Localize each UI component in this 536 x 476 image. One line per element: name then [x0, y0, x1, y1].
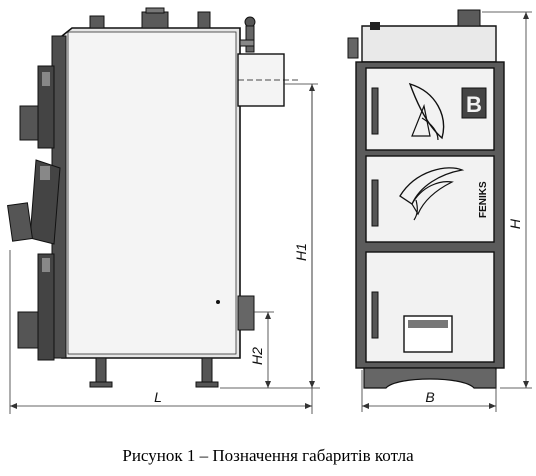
dimension-arrows [10, 12, 529, 409]
figure-caption: Рисунок 1 – Позначення габаритів котла [122, 446, 414, 465]
dim-label-B: B [425, 389, 434, 405]
dimension-lines [9, 11, 532, 414]
dim-label-H2: H2 [249, 347, 265, 365]
boiler-front-view: B FENIKS [347, 9, 505, 389]
boiler-side-view [7, 7, 300, 388]
top-fitting-flue [141, 11, 169, 29]
front-top-fitting [457, 9, 481, 27]
right-leg [201, 357, 213, 385]
sail-logo [408, 82, 445, 141]
dim-label-L: L [154, 389, 162, 405]
upper-door-side [19, 65, 55, 149]
dim-label-H1: H1 [293, 243, 309, 261]
top-fitting-2 [197, 11, 211, 29]
lower-door-side [17, 253, 55, 361]
draft-regulator [239, 16, 256, 53]
phoenix-logo [399, 167, 465, 221]
logo-letter: B [466, 92, 482, 117]
return-fitting [237, 295, 255, 331]
middle-door-handle [371, 179, 379, 227]
top-fitting-1 [89, 15, 105, 29]
upper-door-handle [371, 87, 379, 135]
front-middle-door [365, 155, 495, 243]
dim-label-H: H [507, 218, 523, 229]
lower-door-handle [371, 291, 379, 339]
logo-badge [461, 87, 487, 119]
front-top-hopper [361, 25, 497, 63]
front-base [363, 367, 497, 389]
middle-door-side [7, 159, 61, 245]
left-leg [95, 357, 107, 385]
brand-text: FENIKS [478, 181, 489, 218]
